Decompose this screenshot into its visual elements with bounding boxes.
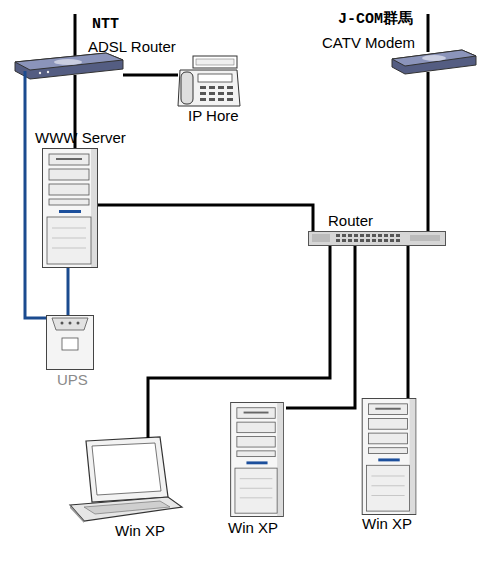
device-label: J-COM群馬 (338, 12, 413, 28)
device-label: Win XP (115, 523, 165, 539)
device-label: Win XP (362, 516, 412, 532)
network-cable (98, 205, 313, 231)
device-label: Win XP (228, 520, 278, 536)
device-label: Router (328, 213, 373, 229)
network-device: UPS (46, 315, 94, 370)
network-device: Win XP (360, 398, 418, 515)
device-label: WWW Server (35, 130, 126, 146)
network-device: Win XP (228, 402, 286, 517)
device-label: UPS (57, 372, 88, 388)
network-device: Win XP (70, 437, 182, 522)
device-label: CATV Modem (322, 35, 415, 51)
network-cable (25, 71, 46, 318)
device-label: ADSL Router (88, 39, 176, 55)
device-label: NTT (92, 17, 119, 33)
network-device: Router (308, 231, 446, 246)
network-device: J-COM群馬CATV Modem (392, 50, 476, 74)
network-cable (67, 268, 70, 315)
device-label: IP Hore (188, 108, 239, 124)
network-cable (427, 72, 430, 231)
network-cable (123, 74, 178, 77)
network-cable (407, 246, 410, 398)
network-device: IP Hore (178, 56, 240, 106)
network-cable (286, 246, 355, 408)
network-device: NTTADSL Router (15, 53, 123, 79)
network-device: WWW Server (42, 148, 98, 268)
